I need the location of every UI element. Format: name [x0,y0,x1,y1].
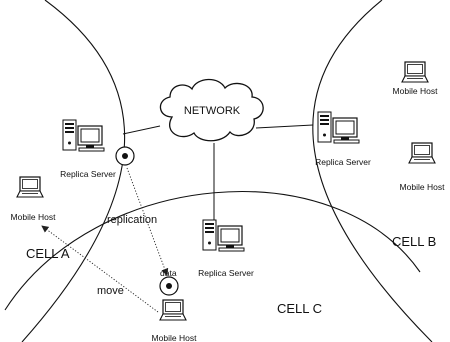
server-icon [62,119,105,152]
cell-a-label: CELL A [26,246,70,261]
host-a-label: Mobile Host [11,212,57,222]
disc-icon [115,146,135,166]
laptop-icon [401,61,429,83]
server-b-label: Replica Server [315,157,371,167]
network-cloud: NETWORK [159,78,264,142]
link-server-a [122,125,161,135]
link-server-b [255,124,314,129]
replication-label: replication [107,214,157,226]
server-icon [317,111,360,144]
server-a-label: Replica Server [60,169,116,179]
host-b2-label: Mobile Host [400,182,446,192]
disc-icon [159,276,179,296]
cell-b-label: CELL B [392,234,436,249]
host-b1-label: Mobile Host [393,86,439,96]
move-label: move [97,285,124,297]
network-label: NETWORK [184,105,241,117]
cell-c-label: CELL C [277,301,322,316]
laptop-icon [408,142,436,164]
data-label: data [160,268,177,278]
server-icon [202,219,245,252]
replication-arrow [126,167,169,276]
laptop-icon [159,299,187,321]
server-c-label: Replica Server [198,268,254,278]
cell-boundary-b [312,0,433,342]
move-arrow [41,225,159,313]
host-moving-label: Mobile Host [152,333,198,342]
laptop-icon [16,176,44,198]
